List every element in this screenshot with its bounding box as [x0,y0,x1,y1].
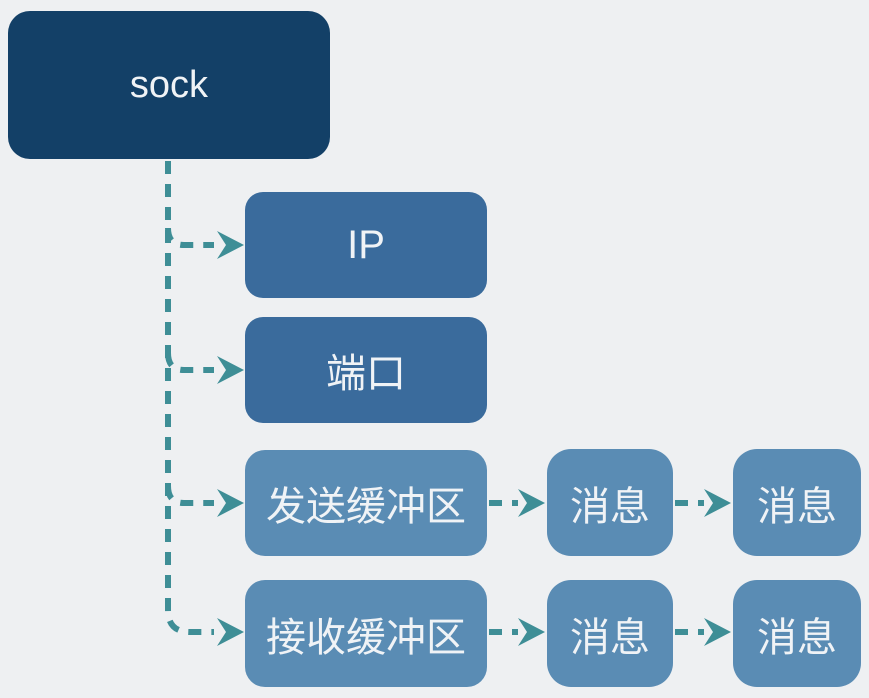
node-port-label: 端口 [326,352,406,396]
node-recv-buffer: 接收缓冲区 [245,580,487,687]
node-send-buffer-label: 发送缓冲区 [266,485,466,529]
node-send-message-1-label: 消息 [570,484,650,529]
arrowhead-ip [217,231,244,259]
arrowhead-send-msg1 [518,489,545,517]
node-ip-label: IP [347,222,385,267]
node-recv-message-2: 消息 [733,580,861,687]
node-port: 端口 [245,317,487,423]
node-send-buffer: 发送缓冲区 [245,450,487,556]
edge-sock-send-buffer [165,485,214,506]
arrowhead-send-msg2 [704,489,731,517]
arrowhead-recv-msg1 [518,618,545,646]
node-send-message-1: 消息 [547,449,673,556]
node-ip: IP [245,192,487,298]
edge-sock-ip [165,227,214,248]
node-sock-label: sock [129,63,209,106]
arrowhead-recv-buffer [217,618,244,646]
edge-sock-trunk [165,161,214,635]
node-recv-message-2-label: 消息 [757,615,837,660]
arrowhead-recv-msg2 [704,618,731,646]
arrowhead-port [217,356,244,384]
node-send-message-2: 消息 [733,449,861,556]
arrowhead-send-buffer [217,489,244,517]
node-send-message-2-label: 消息 [757,484,837,529]
node-sock: sock [8,11,330,159]
node-recv-buffer-label: 接收缓冲区 [266,615,466,660]
node-recv-message-1: 消息 [547,580,673,687]
node-recv-message-1-label: 消息 [570,615,650,660]
edge-sock-port [165,352,214,373]
